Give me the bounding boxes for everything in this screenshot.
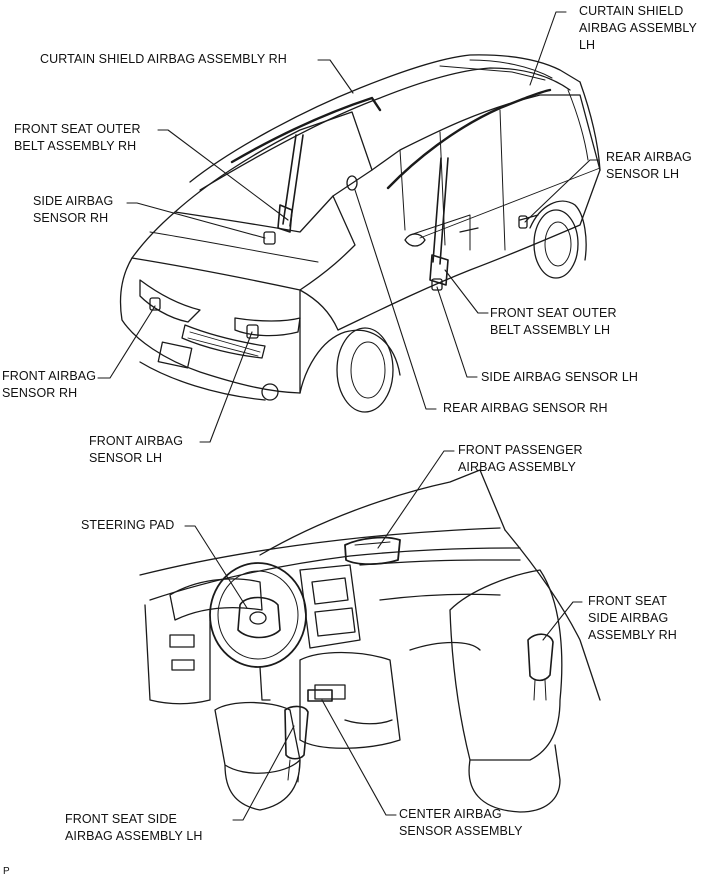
label-side-airbag-sensor-lh: SIDE AIRBAG SENSOR LH — [481, 370, 639, 384]
label-rear-airbag-sensor-rh: REAR AIRBAG SENSOR RH — [443, 401, 608, 415]
label-front-airbag-sensor-rh: FRONT AIRBAG SENSOR RH — [2, 369, 97, 400]
minivan-body — [119, 54, 601, 413]
sensor-parts-vehicle — [149, 175, 528, 339]
label-side-airbag-sensor-rh: SIDE AIRBAG SENSOR RH — [33, 194, 114, 225]
interior-body — [139, 469, 601, 813]
label-front-seat-side-airbag-lh: FRONT SEAT SIDE AIRBAG ASSEMBLY LH — [65, 812, 203, 843]
label-front-airbag-sensor-lh: FRONT AIRBAG SENSOR LH — [89, 434, 184, 465]
belt-lh-part — [429, 157, 449, 286]
curtain-shield-airbag-rh-part — [230, 96, 382, 164]
belt-rh-part — [277, 134, 304, 233]
label-rear-airbag-sensor-lh: REAR AIRBAG SENSOR LH — [606, 150, 692, 181]
figure-code: P — [3, 866, 10, 877]
label-front-seat-outer-belt-rh: FRONT SEAT OUTER BELT ASSEMBLY RH — [14, 122, 141, 153]
leader-lines — [97, 11, 600, 821]
label-front-seat-side-airbag-rh: FRONT SEAT SIDE AIRBAG ASSEMBLY RH — [588, 594, 677, 642]
label-center-airbag-sensor: CENTER AIRBAG SENSOR ASSEMBLY — [399, 807, 523, 838]
curtain-shield-airbag-lh-part — [386, 88, 552, 190]
label-steering-pad: STEERING PAD — [81, 518, 175, 532]
label-front-passenger-airbag: FRONT PASSENGER AIRBAG ASSEMBLY — [458, 443, 583, 474]
label-curtain-shield-airbag-lh: CURTAIN SHIELD AIRBAG ASSEMBLY LH — [579, 4, 697, 52]
label-front-seat-outer-belt-lh: FRONT SEAT OUTER BELT ASSEMBLY LH — [490, 306, 617, 337]
label-curtain-shield-airbag-rh: CURTAIN SHIELD AIRBAG ASSEMBLY RH — [40, 52, 287, 66]
